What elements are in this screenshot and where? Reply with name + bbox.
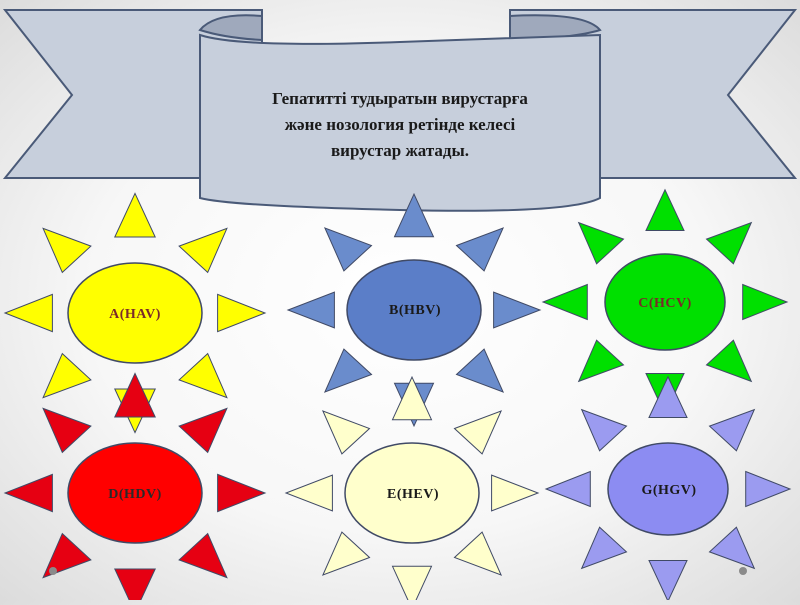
virus-label-hev: E(HEV)	[387, 487, 439, 502]
sun-ray	[284, 474, 333, 512]
sun-ray	[217, 293, 267, 333]
sun-ray	[645, 188, 685, 231]
sun-ray	[321, 410, 371, 455]
sun-ray	[577, 221, 625, 265]
ribbon-right-curl	[509, 14, 602, 42]
ribbon-left-curl	[198, 14, 263, 42]
banner-line-2: және нозология ретінде келесі	[284, 115, 516, 134]
sun-ray	[178, 352, 228, 399]
ribbon-left-tail	[2, 9, 263, 179]
sun-ray	[393, 192, 435, 238]
sun-ray	[114, 192, 156, 238]
sun-body	[346, 259, 482, 361]
sun-ray	[114, 568, 156, 605]
sun-ray	[708, 526, 756, 570]
virus-sun-hdv	[3, 372, 267, 605]
sun-ray	[453, 410, 503, 455]
banner-line-1: Гепатитті тудыратын вирустарға	[272, 89, 528, 108]
sun-ray	[42, 227, 92, 274]
sun-ray	[3, 473, 53, 513]
sun-ray	[391, 565, 433, 605]
sun-ray	[577, 339, 625, 383]
sun-ray	[3, 293, 53, 333]
slide-dot-right	[739, 567, 747, 575]
sun-ray	[42, 352, 92, 399]
sun-ray	[42, 407, 92, 454]
ribbon-banner	[2, 9, 798, 212]
sun-ray	[453, 531, 503, 576]
sun-ray	[580, 408, 628, 452]
virus-label-hbv: B(HBV)	[389, 303, 441, 318]
sun-ray	[493, 291, 542, 329]
virus-label-hdv: D(HDV)	[108, 487, 162, 502]
sun-ray	[178, 532, 228, 579]
sun-ray	[544, 470, 591, 508]
sun-body	[67, 262, 203, 364]
sun-ray	[42, 532, 92, 579]
virus-suns	[3, 188, 792, 605]
sun-ray	[541, 283, 588, 321]
sun-ray	[178, 407, 228, 454]
sun-ray	[708, 408, 756, 452]
sun-ray	[455, 227, 505, 272]
virus-label-hgv: G(HGV)	[641, 483, 697, 498]
sun-ray	[491, 474, 540, 512]
sun-ray	[648, 375, 688, 418]
virus-label-hcv: C(HCV)	[638, 296, 692, 311]
sun-ray	[217, 473, 267, 513]
sun-ray	[178, 227, 228, 274]
virus-sun-hcv	[541, 188, 789, 416]
sun-body	[67, 442, 203, 544]
sun-ray	[648, 560, 688, 603]
virus-sun-hev	[284, 375, 540, 605]
sun-ray	[391, 375, 433, 421]
banner-line-3: вирустар жатады.	[330, 141, 470, 160]
sun-body	[604, 253, 726, 351]
sun-ray	[745, 470, 792, 508]
sun-ray	[455, 348, 505, 393]
sun-ray	[114, 372, 156, 418]
sun-ray	[323, 227, 373, 272]
sun-ray	[705, 221, 753, 265]
banner-text: Гепатитті тудыратын вирустарға және нозо…	[215, 86, 585, 164]
virus-sun-hbv	[286, 192, 542, 428]
virus-label-hav: A(HAV)	[109, 307, 161, 322]
ribbon-main	[199, 33, 601, 212]
sun-ray	[742, 283, 789, 321]
sun-ray	[705, 339, 753, 383]
sun-ray	[323, 348, 373, 393]
sun-body	[607, 442, 729, 536]
sun-ray	[321, 531, 371, 576]
sun-ray	[286, 291, 335, 329]
sun-ray	[580, 526, 628, 570]
virus-sun-hgv	[544, 375, 792, 603]
slide-dot-left	[49, 567, 57, 575]
sun-body	[344, 442, 480, 544]
